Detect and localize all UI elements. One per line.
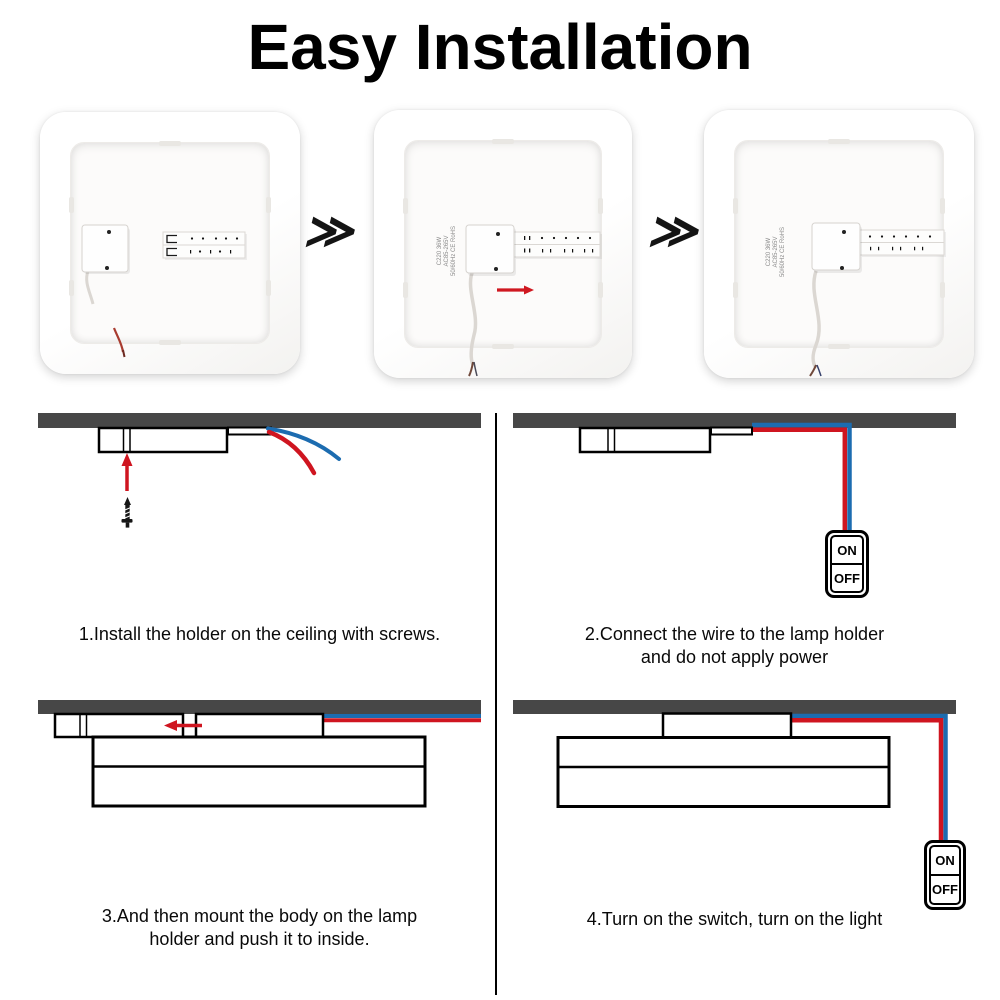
photo3-details: C220 36W AC85-265V 50/60Hz CE RoHS — [733, 139, 946, 377]
connector-rail — [513, 231, 602, 259]
step-3-caption-line1: 3.And then mount the body on the lamp — [101, 906, 418, 926]
driver-wire — [811, 270, 821, 369]
connector-plate — [227, 426, 272, 436]
screw-dot — [105, 266, 109, 270]
screw-slot — [607, 428, 616, 452]
spec-line-1: C220 36W — [437, 236, 443, 265]
lamp-body — [91, 735, 427, 808]
step-3-caption: 3.And then mount the body on the lamp ho… — [38, 905, 481, 951]
switch-on-label: ON — [935, 853, 955, 868]
lamp-holder — [578, 426, 712, 454]
red-wire — [266, 429, 317, 476]
red-wire — [791, 718, 944, 841]
column-divider — [495, 413, 497, 995]
next-chevron-icon: ≫ — [647, 205, 698, 258]
driver-box — [811, 222, 861, 271]
switch-off-label: OFF — [931, 874, 959, 903]
step-1-caption: 1.Install the holder on the ceiling with… — [78, 624, 441, 644]
wire-strand-brown — [468, 361, 474, 377]
ceiling-bar — [38, 413, 481, 428]
step3-diagram — [38, 700, 481, 808]
switch-on-label: ON — [837, 542, 857, 558]
connector-rail — [162, 231, 247, 260]
page-title: Easy Installation — [247, 11, 753, 83]
screw-dot — [494, 267, 498, 271]
wire-strand-blue — [816, 364, 822, 377]
screw-dot — [840, 266, 844, 270]
lamp-holder — [97, 426, 229, 454]
screw-dot — [496, 232, 500, 236]
step-2-caption-line2: and do not apply power — [640, 647, 829, 667]
spec-line-2: AC85-265V — [444, 235, 450, 266]
spec-label: C220 36W AC85-265V 50/60Hz CE RoHS — [766, 227, 786, 277]
driver-box — [465, 224, 515, 274]
photo2-details: C220 36W AC85-265V 50/60Hz CE RoHS — [403, 139, 603, 377]
wire-strand-brown — [809, 364, 817, 377]
ceiling-bar — [513, 413, 956, 428]
product-photo-step1 — [40, 112, 300, 374]
power-switch: ON OFF — [825, 530, 869, 598]
driver-wire — [468, 272, 478, 366]
power-wire-red — [112, 327, 125, 353]
panel-clips — [69, 141, 271, 345]
product-photo-step2: C220 36W AC85-265V 50/60Hz CE RoHS — [374, 110, 632, 378]
step-2-caption-line1: 2.Connect the wire to the lamp holder — [584, 624, 885, 644]
screw-slot — [122, 428, 131, 452]
connector-plate — [710, 426, 753, 436]
photo1-details — [69, 141, 271, 358]
step-3-caption-line2: holder and push it to inside. — [149, 929, 370, 949]
driver-box — [81, 224, 129, 273]
blue-wire — [266, 426, 341, 461]
power-switch-rocker: ON OFF — [929, 845, 961, 905]
push-right-arrow-icon — [497, 285, 534, 295]
connector-rail — [859, 229, 946, 257]
step2-diagram — [513, 413, 956, 531]
panel-clips — [403, 139, 603, 349]
up-arrow-icon — [121, 453, 133, 491]
blue-wire — [791, 713, 948, 841]
power-wire-tip — [122, 349, 126, 358]
lamp-body — [556, 736, 891, 808]
step1-diagram — [38, 413, 481, 528]
product-photo-step3: C220 36W AC85-265V 50/60Hz CE RoHS — [704, 110, 974, 378]
wire-strand-dark — [473, 361, 478, 377]
spec-line-1: C220 36W — [766, 237, 772, 266]
driver-on-rail — [194, 712, 325, 739]
ceiling-bar — [513, 700, 956, 714]
spec-label: C220 36W AC85-265V 50/60Hz CE RoHS — [437, 226, 457, 276]
next-chevron-icon: ≫ — [303, 205, 354, 258]
spec-line-3: 50/60Hz CE RoHS — [451, 226, 457, 276]
spec-line-2: AC85-265V — [773, 236, 779, 267]
power-switch: ON OFF — [924, 840, 966, 910]
push-left-arrow-icon — [164, 720, 202, 731]
lamp-holder — [53, 712, 185, 739]
screw-slot — [79, 714, 88, 737]
power-switch-rocker: ON OFF — [830, 535, 864, 593]
panel-clips — [733, 139, 945, 349]
red-wire — [752, 427, 848, 531]
screw-dot — [107, 230, 111, 234]
step4-diagram — [513, 700, 956, 841]
spec-line-3: 50/60Hz CE RoHS — [780, 227, 786, 277]
step-4-caption: 4.Turn on the switch, turn on the light — [586, 909, 883, 929]
ceiling-bar — [38, 700, 481, 714]
switch-off-label: OFF — [832, 563, 862, 591]
blue-wire — [752, 422, 852, 531]
step-2-caption: 2.Connect the wire to the lamp holder an… — [513, 623, 956, 669]
screw-dot — [842, 230, 846, 234]
lamp-holder — [661, 712, 793, 739]
driver-wire — [85, 270, 95, 305]
screw-icon — [121, 497, 133, 528]
